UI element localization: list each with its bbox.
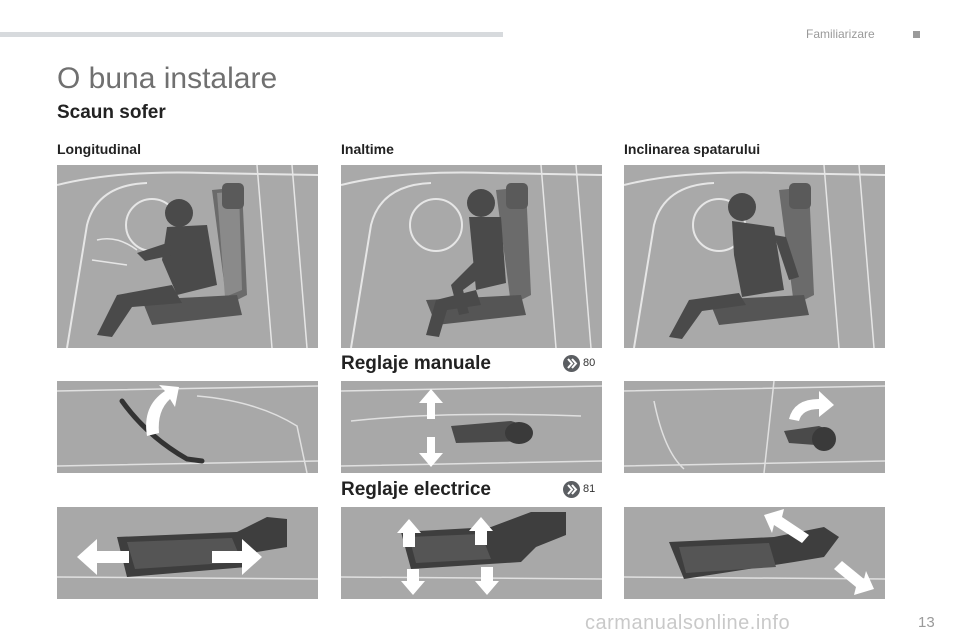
manual-adjustments-heading: Reglaje manuale: [341, 353, 491, 374]
manual-height-lever: [341, 381, 602, 473]
manual-backrest-lever: [624, 381, 885, 473]
manual-longitudinal-lever: [57, 381, 318, 473]
heading-height: Inaltime: [341, 141, 394, 157]
watermark: carmanualsonline.info: [585, 612, 791, 634]
heading-backrest: Inclinarea spatarului: [624, 141, 761, 157]
electric-longitudinal-switch: [57, 507, 318, 599]
section-marker: [913, 31, 920, 38]
page-title: O buna instalare: [57, 62, 278, 95]
page-number: 13: [918, 614, 935, 631]
page-subtitle: Scaun sofer: [57, 102, 166, 123]
electric-adjustments-heading: Reglaje electrice: [341, 479, 491, 500]
heading-longitudinal: Longitudinal: [57, 141, 141, 157]
electric-page-ref: 81: [583, 483, 596, 495]
page-reference-icon: [563, 481, 580, 498]
electric-backrest-switch: [624, 507, 885, 599]
illustration-backrest: [624, 165, 885, 348]
illustration-longitudinal: [57, 165, 318, 348]
page-reference-icon: [563, 355, 580, 372]
header-rule: [0, 32, 503, 37]
illustration-height: [341, 165, 602, 348]
manual-page-ref: 80: [583, 357, 596, 369]
section-label: Familiarizare: [806, 27, 875, 41]
electric-height-switch: [341, 507, 602, 599]
